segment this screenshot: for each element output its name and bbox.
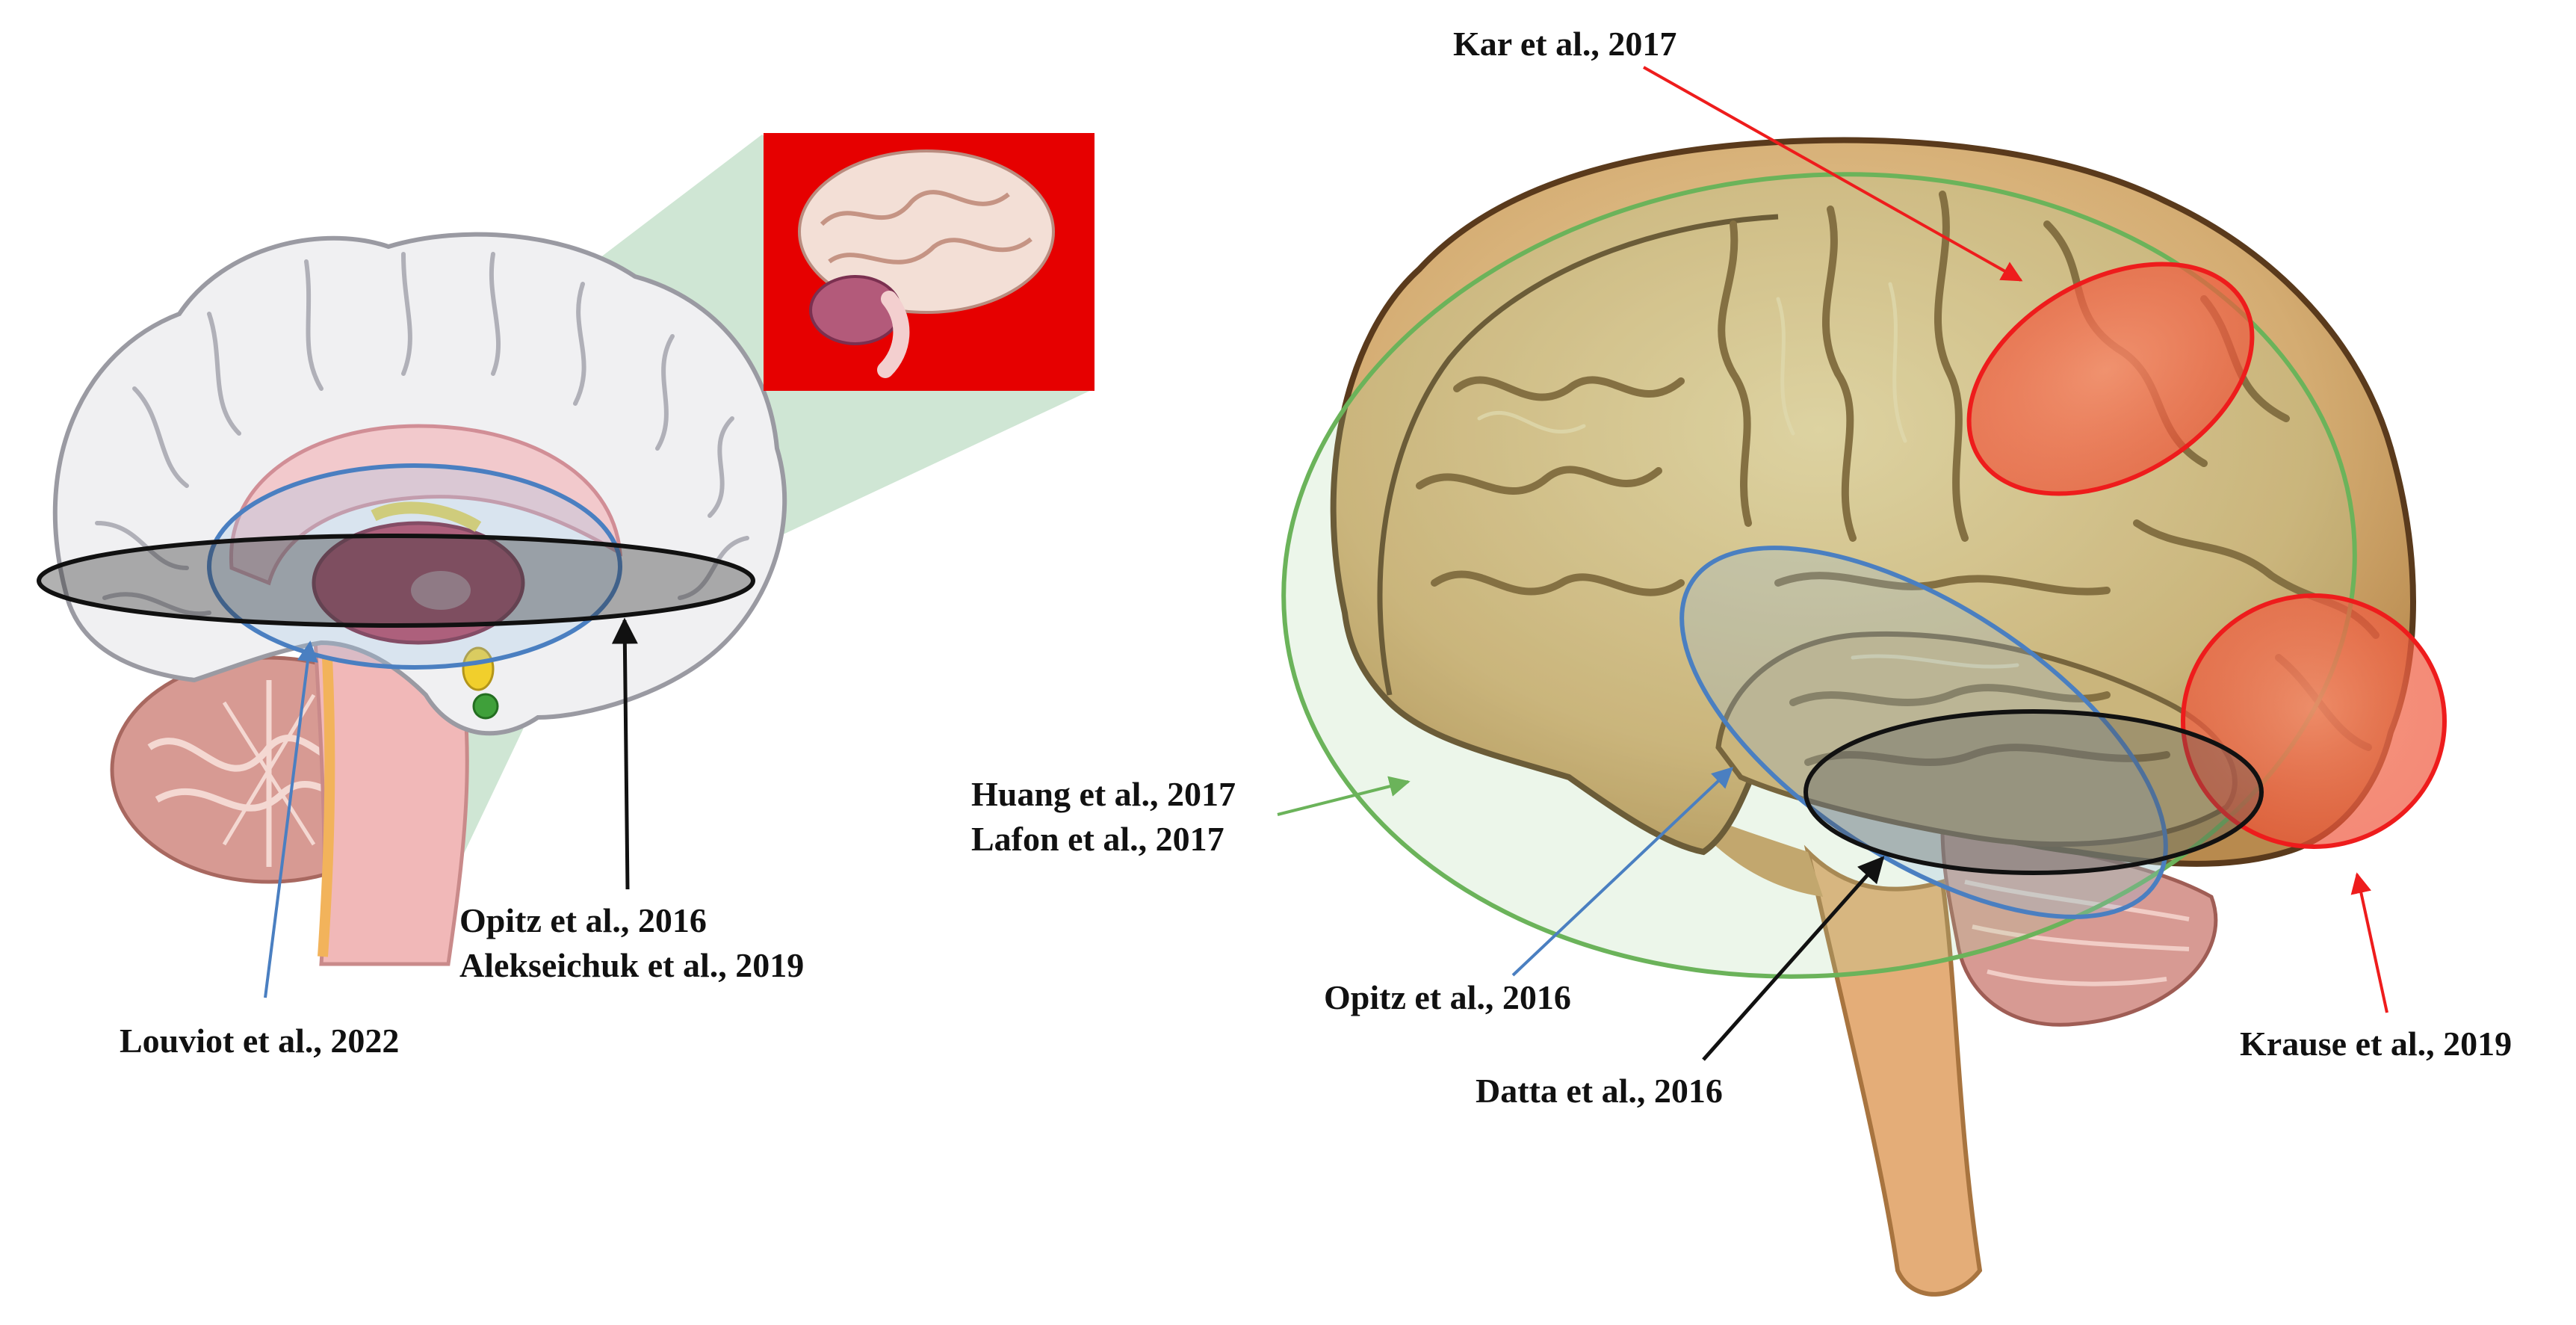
label-louviot-2022: Louviot et al., 2022: [120, 1022, 399, 1060]
arrow-krause: [2350, 872, 2388, 1013]
cerebrum-gyri: [1416, 191, 2380, 766]
label-krause-2019: Krause et al., 2019: [2240, 1025, 2512, 1063]
arrow-huang-lafon: [1277, 776, 1411, 816]
arrow-opitz-alekseichuk: [611, 617, 638, 890]
pituitary-shape: [462, 646, 495, 691]
whole-brain-thumbnail: [764, 133, 1095, 391]
black-region-plane: [37, 534, 755, 628]
corpus-callosum-shape: [229, 424, 622, 586]
black-region-hippocampal: [1803, 709, 2264, 875]
arrow-louviot: [264, 640, 318, 998]
red-region-occipital: [2181, 593, 2447, 849]
label-huang-2017: Huang et al., 2017: [971, 775, 1236, 813]
label-opitz-2016-right: Opitz et al., 2016: [1324, 978, 1571, 1016]
label-lafon-2017: Lafon et al., 2017: [971, 820, 1224, 858]
blue-region-sagittal: [207, 463, 622, 670]
arrow-opitz-right: [1511, 767, 1734, 977]
blue-region-temporal: [1679, 546, 2168, 919]
label-opitz-2016-left: Opitz et al., 2016: [459, 901, 707, 939]
label-kar-2017: Kar et al., 2017: [1453, 25, 1676, 63]
red-region-parietal: [1966, 262, 2255, 496]
label-alekseichuk-2019: Alekseichuk et al., 2019: [459, 946, 804, 984]
cortex-sulci: [95, 252, 749, 617]
label-datta-2016: Datta et al., 2016: [1476, 1072, 1723, 1110]
arrow-datta: [1702, 856, 1885, 1061]
arrow-kar: [1643, 66, 2023, 282]
